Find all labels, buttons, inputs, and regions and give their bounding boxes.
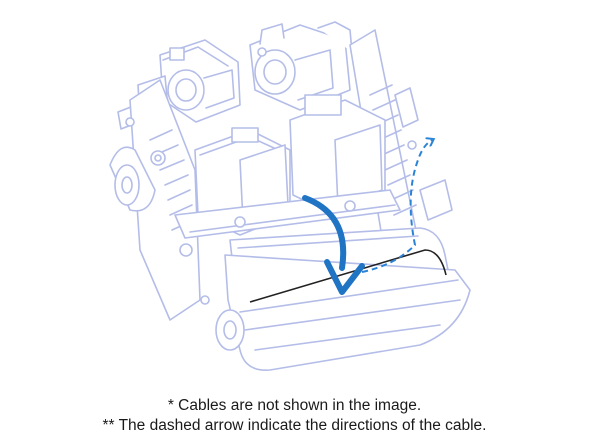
left-roller (109, 146, 156, 212)
rotation-arrow (302, 195, 365, 295)
right-motor (249, 21, 353, 111)
cable-direction-dashed-arrow (361, 140, 432, 273)
center-housings (194, 94, 386, 236)
device-illustration (109, 21, 471, 371)
bolts (125, 47, 417, 305)
cross-bar (174, 189, 401, 239)
mechanism-outline (109, 21, 471, 371)
cable-line (249, 249, 447, 303)
footnote-dashed-arrow: ** The dashed arrow indicate the directi… (102, 417, 487, 434)
footnote-cables: * Cables are not shown in the image. (167, 397, 422, 414)
left-side-frame (129, 79, 201, 321)
